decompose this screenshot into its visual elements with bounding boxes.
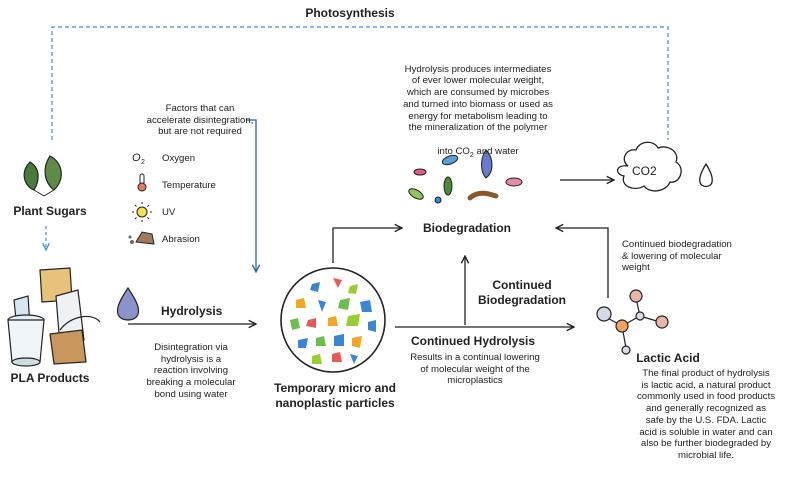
biodegradation-desc-co2-pre: into CO [437,145,470,157]
right-note: Continued biodegradation & lowering of m… [622,239,732,274]
co2-cloud-icon [617,141,682,192]
biodegradation-title: Biodegradation [422,221,511,235]
lactic-acid-description: The final product of hydrolysis is lacti… [636,368,776,461]
lactic-acid-molecule-icon [596,289,669,355]
factor-abrasion: Abrasion [130,230,200,248]
water-drop-small-icon [699,162,713,188]
hydrolysis-description: Disintegration via hydrolysis is a react… [146,342,236,400]
microbes-icon [408,149,523,204]
particles-to-biodegradation-arrow [332,228,402,263]
pla-products-label: PLA Products [10,371,90,385]
factor-temperature: Temperature [130,176,216,194]
lactic-acid-title: Lactic Acid [636,351,700,365]
co2-label: CO2 [632,164,657,178]
lactic-to-biodegradation-arrow [556,228,609,298]
svg-text:O: O [132,152,141,164]
oxygen-icon: O 2 [132,152,145,166]
photosynthesis-loop [51,26,669,140]
sun-icon [132,202,152,222]
thermometer-icon [137,173,147,192]
factors-arrow [246,119,256,272]
biodegradation-description-text: Hydrolysis produces intermediates of eve… [403,63,553,134]
rock-icon [128,231,155,245]
biodegradation-description: Hydrolysis produces intermediates of eve… [370,52,586,160]
microplastic-particles-icon [280,267,386,373]
factor-oxygen: Oxygen [130,149,195,167]
particles-title: Temporary micro and nanoplastic particle… [274,381,396,410]
factor-oxygen-label: Oxygen [162,152,196,164]
biodegradation-desc-co2-post: and water [473,145,519,157]
factor-uv-label: UV [162,206,176,218]
factor-abrasion-label: Abrasion [162,233,200,245]
plant-leaves-icon [23,155,62,197]
factors-heading: Factors that can accelerate disintegrati… [146,103,254,138]
svg-text:2: 2 [141,159,145,166]
water-drop-icon [116,286,140,321]
hydrolysis-title: Hydrolysis [161,304,223,318]
photosynthesis-label: Photosynthesis [305,6,395,20]
factor-uv: UV [130,203,175,221]
continued-biodegradation-title: Continued Biodegradation [477,278,566,307]
plant-sugars-label: Plant Sugars [13,204,87,218]
pla-products-icon [7,267,101,367]
continued-hydrolysis-description: Results in a continual lowering of molec… [410,352,540,387]
continued-hydrolysis-title: Continued Hydrolysis [411,334,536,348]
biodegradation-desc-co2-sub: 2 [469,151,474,159]
factor-temperature-label: Temperature [162,179,216,191]
